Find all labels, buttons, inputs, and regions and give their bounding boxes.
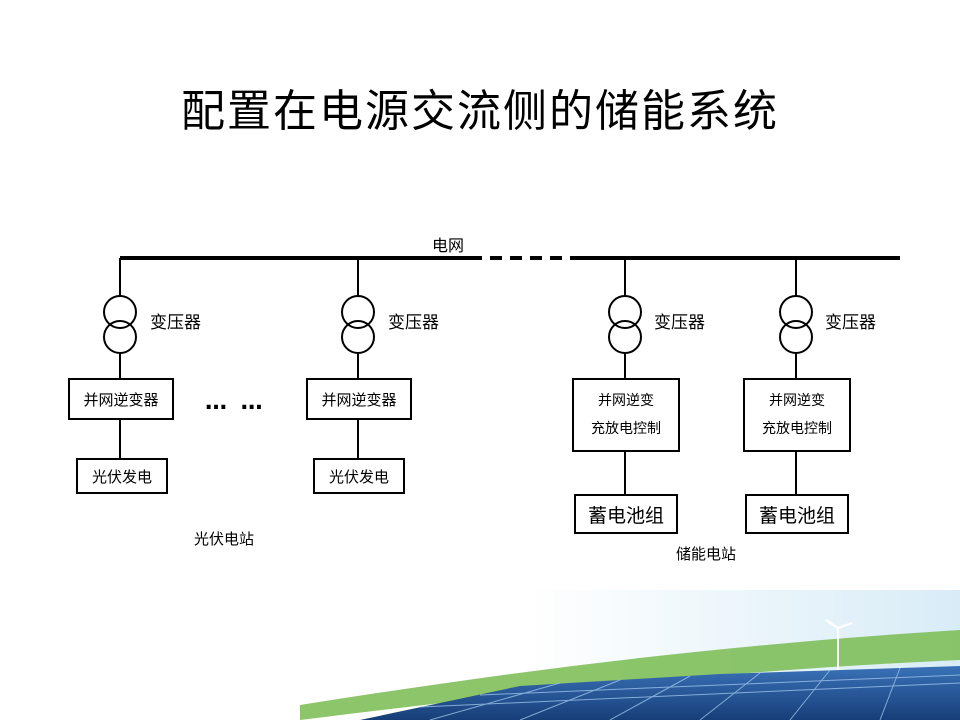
solar-panel-footer-image (0, 590, 960, 720)
storage-converter-1-line2: 充放电控制 (591, 421, 661, 437)
battery-bank-2-label: 蓄电池组 (758, 504, 835, 527)
storage-converter-2-line2: 充放电控制 (762, 421, 832, 437)
grid-label: 电网 (432, 236, 465, 255)
transformer-2-label: 变压器 (388, 313, 439, 333)
battery-bank-1-label: 蓄电池组 (587, 504, 664, 527)
pv-inverter-2: 并网逆变器 (306, 378, 412, 420)
transformer-3-label: 变压器 (654, 313, 705, 333)
transformer-2-lower-coil (341, 320, 375, 354)
transformer-4-upper-coil (779, 295, 813, 329)
pv-generation-1: 光伏发电 (76, 458, 168, 494)
pv-inverter-1: 并网逆变器 (68, 378, 174, 420)
transformer-3-upper-coil (608, 295, 642, 329)
storage-station-label: 储能电站 (676, 545, 737, 563)
storage-converter-1-line1: 并网逆变 (598, 393, 654, 409)
pv-inverter-2-label: 并网逆变器 (321, 390, 397, 409)
transformer-3-lower-coil (608, 320, 642, 354)
transformer-1-lower-coil (103, 320, 137, 354)
pv-station-label: 光伏电站 (194, 530, 255, 548)
pv-inverter-1-label: 并网逆变器 (83, 390, 159, 409)
pv-generation-1-label: 光伏发电 (91, 467, 152, 486)
ellipsis: … … (205, 390, 266, 415)
pv-generation-2: 光伏发电 (313, 458, 405, 494)
battery-bank-2: 蓄电池组 (745, 494, 849, 534)
storage-converter-1: 并网逆变 充放电控制 (572, 378, 680, 452)
slide-title: 配置在电源交流侧的储能系统 (181, 86, 779, 137)
storage-converter-2-line1: 并网逆变 (769, 393, 825, 409)
battery-bank-1: 蓄电池组 (574, 494, 678, 534)
storage-converter-2: 并网逆变 充放电控制 (743, 378, 851, 452)
transformer-1-upper-coil (103, 295, 137, 329)
transformer-1-label: 变压器 (150, 313, 201, 333)
transformer-4-lower-coil (779, 320, 813, 354)
pv-generation-2-label: 光伏发电 (328, 467, 389, 486)
transformer-4-label: 变压器 (825, 313, 876, 333)
transformer-2-upper-coil (341, 295, 375, 329)
